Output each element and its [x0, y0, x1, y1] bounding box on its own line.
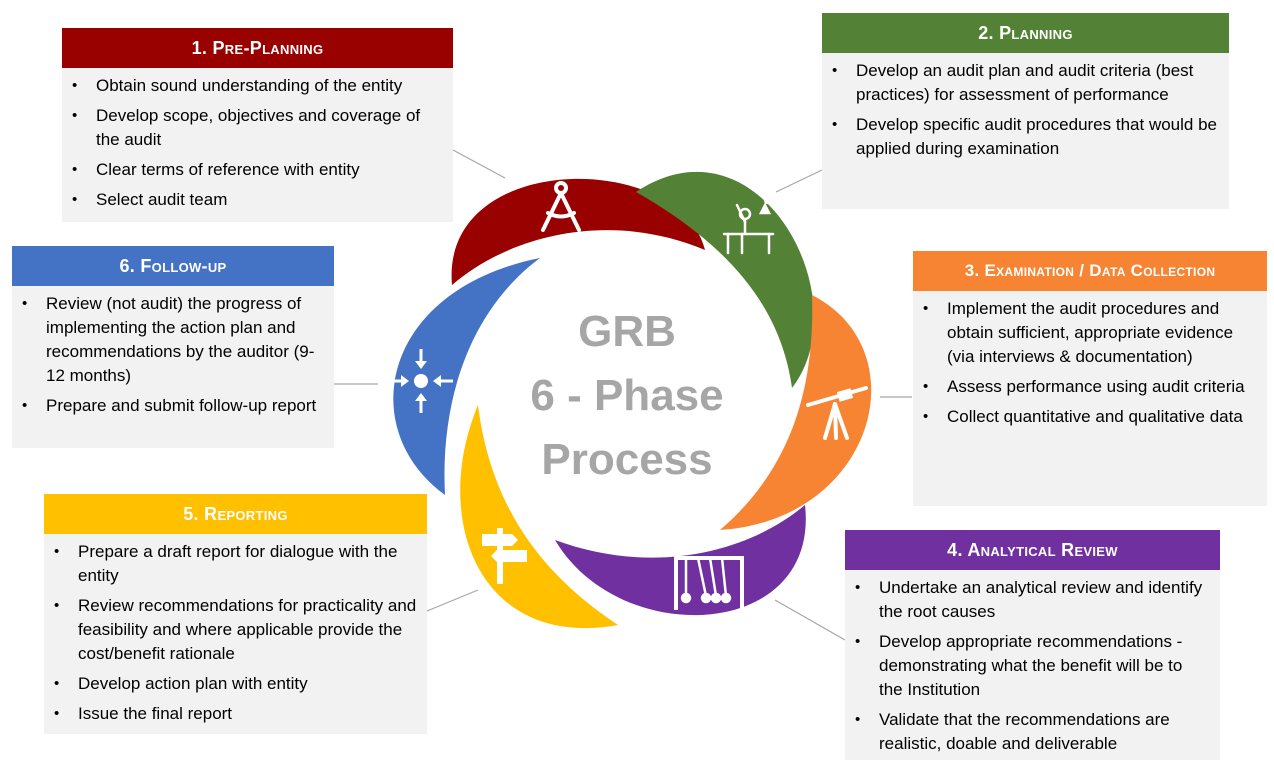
- phase-title-reporting: 5. Reporting: [44, 494, 427, 534]
- list-item: Develop an audit plan and audit criteria…: [832, 59, 1219, 107]
- telescope-icon: [806, 386, 868, 440]
- phase-box-pre-planning: 1. Pre-Planning Obtain sound understandi…: [62, 28, 453, 222]
- connector-planning: [775, 169, 823, 193]
- list-item: Prepare a draft report for dialogue with…: [54, 540, 417, 588]
- petal-planning: [636, 171, 815, 388]
- connector-analytical: [774, 599, 846, 641]
- phase-box-follow-up: 6. Follow-up Review (not audit) the prog…: [12, 246, 334, 448]
- list-item: Obtain sound understanding of the entity: [72, 74, 443, 98]
- petal-follow-up: [393, 258, 540, 495]
- list-item: Develop scope, objectives and coverage o…: [72, 104, 443, 152]
- phase-list-follow-up: Review (not audit) the progress of imple…: [12, 286, 334, 430]
- connector-pre-planning: [452, 149, 506, 179]
- connector-reporting: [426, 589, 479, 612]
- compass-icon: [541, 181, 581, 232]
- phase-list-planning: Develop an audit plan and audit criteria…: [822, 53, 1229, 173]
- list-item: Develop specific audit procedures that w…: [832, 113, 1219, 161]
- phase-box-reporting: 5. Reporting Prepare a draft report for …: [44, 494, 427, 734]
- scientist-icon: [722, 195, 775, 255]
- list-item: Assess performance using audit criteria: [923, 375, 1257, 399]
- phase-title-follow-up: 6. Follow-up: [12, 246, 334, 286]
- newtons-cradle-icon: [674, 556, 744, 610]
- phase-box-planning: 2. Planning Develop an audit plan and au…: [822, 13, 1229, 209]
- phase-list-pre-planning: Obtain sound understanding of the entity…: [62, 68, 453, 224]
- phase-list-reporting: Prepare a draft report for dialogue with…: [44, 534, 427, 738]
- list-item: Select audit team: [72, 188, 443, 212]
- petal-analytical: [555, 505, 806, 616]
- center-line-1: GRB: [578, 307, 676, 356]
- signpost-icon: [482, 528, 527, 584]
- petal-examination: [720, 295, 872, 530]
- phase-list-examination: Implement the audit procedures and obtai…: [913, 291, 1267, 441]
- phase-title-analytical: 4. Analytical Review: [845, 530, 1220, 570]
- list-item: Collect quantitative and qualitative dat…: [923, 405, 1257, 429]
- list-item: Undertake an analytical review and ident…: [855, 576, 1210, 624]
- list-item: Implement the audit procedures and obtai…: [923, 297, 1257, 369]
- phase-box-analytical: 4. Analytical Review Undertake an analyt…: [845, 530, 1220, 760]
- list-item: Develop appropriate recommendations - de…: [855, 630, 1210, 702]
- list-item: Clear terms of reference with entity: [72, 158, 443, 182]
- phase-list-analytical: Undertake an analytical review and ident…: [845, 570, 1220, 768]
- list-item: Issue the final report: [54, 702, 417, 726]
- petal-pre-planning: [451, 178, 705, 285]
- phase-title-pre-planning: 1. Pre-Planning: [62, 28, 453, 68]
- list-item: Prepare and submit follow-up report: [22, 394, 324, 418]
- center-line-3: Process: [541, 435, 713, 484]
- center-title: GRB 6 - Phase Process: [500, 300, 754, 492]
- phase-box-examination: 3. Examination / Data Collection Impleme…: [913, 251, 1267, 506]
- phase-title-examination: 3. Examination / Data Collection: [913, 251, 1267, 291]
- list-item: Review recommendations for practicality …: [54, 594, 417, 666]
- center-line-2: 6 - Phase: [530, 371, 724, 420]
- phase-title-planning: 2. Planning: [822, 13, 1229, 53]
- list-item: Develop action plan with entity: [54, 672, 417, 696]
- list-item: Validate that the recommendations are re…: [855, 708, 1210, 756]
- converge-arrows-icon: [389, 349, 453, 413]
- list-item: Review (not audit) the progress of imple…: [22, 292, 324, 388]
